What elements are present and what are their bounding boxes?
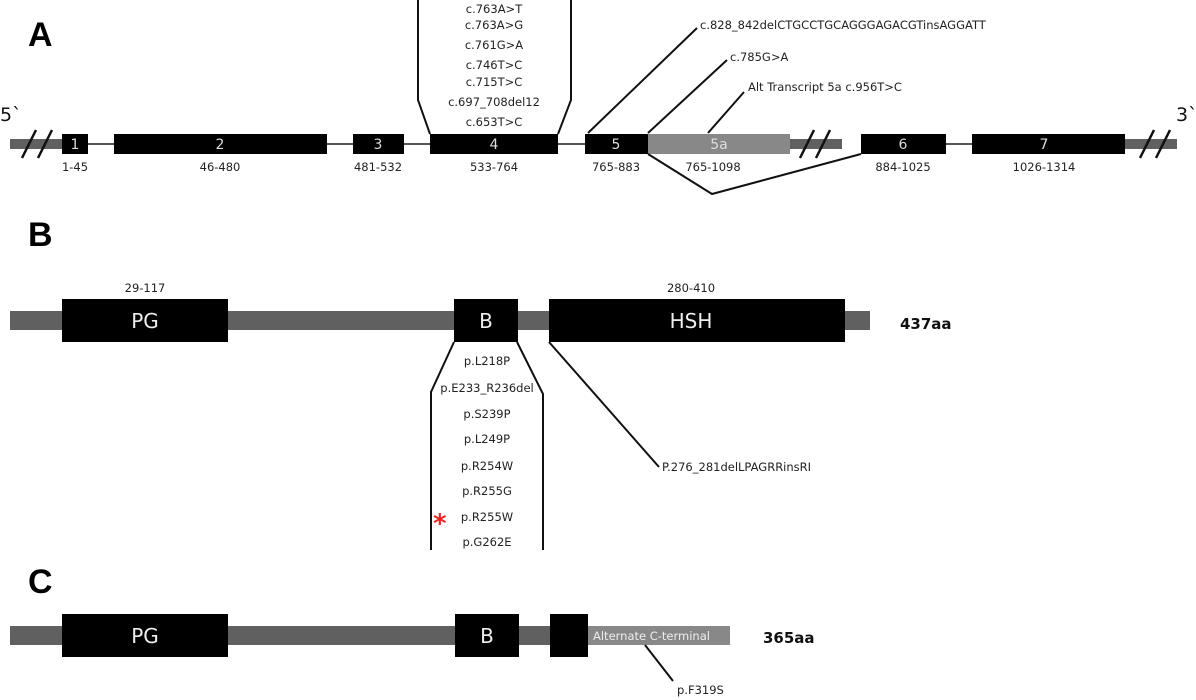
domain-pg: PG 29-117 (62, 281, 228, 342)
domain-b-c: B (455, 614, 519, 657)
exon4-bracket-left (417, 0, 431, 135)
mutation-label: c.653T>C (466, 115, 523, 129)
exon-range: 765-883 (592, 160, 640, 174)
callout-line-alt5a (707, 91, 745, 134)
exon-7: 7 1026-1314 (972, 134, 1125, 174)
exon-6: 6 884-1025 (861, 134, 946, 174)
alternate-c-terminal-region (588, 626, 730, 645)
domain-label: B (480, 624, 494, 648)
exon-number: 1 (71, 137, 80, 153)
b-bracket-right (516, 341, 544, 550)
exon-range: 46-480 (200, 160, 241, 174)
exon-number: 3 (374, 137, 383, 153)
exon-range: 533-764 (470, 160, 518, 174)
mutation-label: p.L218P (464, 354, 510, 368)
domain-label: B (479, 309, 493, 333)
domain-hsh: HSH 280-410 (549, 281, 845, 342)
callout-line-hsh (548, 341, 660, 468)
callout-f319s: p.F319S (677, 683, 724, 697)
callout-line-c785 (647, 59, 728, 134)
domain-range: 280-410 (667, 281, 715, 295)
domain-pg-c: PG (62, 614, 228, 657)
callout-line-f319s (644, 644, 674, 682)
callout-line-delins (587, 27, 698, 134)
mutation-label: p.G262E (462, 535, 511, 549)
exon4-bracket-right (557, 0, 572, 135)
exon-2: 2 46-480 (114, 134, 327, 174)
break-mark-3prime (1138, 129, 1172, 159)
mutation-label-starred: p.R255W (461, 510, 513, 524)
panel-letter-b: B (28, 216, 53, 254)
five-prime-label: 5` (0, 104, 22, 126)
mutation-label: c.715T>C (466, 75, 523, 89)
domain-label: HSH (670, 309, 713, 333)
exon-range: 481-532 (354, 160, 402, 174)
b-mutation-list: p.L218P p.E233_R236del p.S239P p.L249P p… (433, 354, 534, 549)
panel-c: C Alternate C-terminal PG B 365aa p.F319… (10, 563, 815, 697)
mutation-label: p.L249P (464, 432, 510, 446)
panel-a: A 5` 3` 1 1-45 2 46-480 (0, 0, 1196, 196)
callout-alt-transcript-5a: Alt Transcript 5a c.956T>C (748, 80, 902, 94)
mutation-label: c.746T>C (466, 58, 523, 72)
mutation-label: p.E233_R236del (440, 381, 533, 395)
panel-b: B PG 29-117 B HSH 280-410 437aa p.L218P … (10, 216, 952, 550)
protein-length-alt: 365aa (763, 629, 815, 647)
domain-label: PG (131, 309, 159, 333)
alternate-c-terminal-label: Alternate C-terminal (593, 629, 710, 643)
callout-delins: c.828_842delCTGCCTGCAGGGAGACGTinsAGGATT (700, 18, 987, 32)
domain-label: PG (131, 624, 159, 648)
panel-letter-c: C (28, 563, 53, 601)
panel-letter-a: A (28, 16, 53, 54)
callout-hsh-delins: P.276_281delLPAGRRinsRI (662, 460, 811, 474)
exon-range: 1-45 (62, 160, 88, 174)
exon-4: 4 533-764 (430, 134, 558, 174)
utr3-backbone (1125, 139, 1177, 149)
red-star-icon: * (433, 509, 447, 539)
protein-length: 437aa (900, 315, 952, 333)
post-5a-backbone (790, 139, 842, 149)
exon4-mutation-list: c.763A>T c.763A>G c.761G>A c.746T>C c.71… (448, 2, 540, 129)
mutation-label: p.R255G (462, 484, 512, 498)
exon-1: 1 1-45 (62, 134, 88, 174)
exon-number: 4 (490, 137, 499, 153)
exon-number: 5 (612, 137, 621, 153)
mutation-label: c.763A>G (465, 18, 523, 32)
splice-junction-line (647, 153, 862, 196)
utr5-backbone (10, 139, 62, 149)
callout-c785: c.785G>A (730, 50, 788, 64)
break-mark-5prime (20, 129, 54, 159)
domain-range: 29-117 (125, 281, 166, 295)
exon-5: 5 765-883 (585, 134, 648, 174)
exon-number: 2 (216, 137, 225, 153)
exon-range: 884-1025 (875, 160, 930, 174)
exon-3: 3 481-532 (353, 134, 404, 174)
exon-number: 5a (710, 137, 728, 153)
mutation-label: p.S239P (463, 407, 510, 421)
mutation-label: c.761G>A (465, 38, 523, 52)
break-mark-mid (798, 129, 832, 159)
exon-number: 7 (1040, 137, 1049, 153)
exon-range: 1026-1314 (1013, 160, 1076, 174)
b-bracket-left (430, 341, 455, 550)
exon-5a: 5a 765-1098 (648, 134, 790, 174)
three-prime-label: 3` (1176, 104, 1196, 126)
mutation-label: p.R254W (461, 459, 513, 473)
mutation-label: c.763A>T (466, 2, 523, 16)
truncated-hsh-block (550, 614, 588, 657)
mutation-label: c.697_708del12 (448, 95, 540, 109)
exon-range: 765-1098 (685, 160, 740, 174)
exon-number: 6 (899, 137, 908, 153)
domain-b: B (454, 299, 518, 342)
